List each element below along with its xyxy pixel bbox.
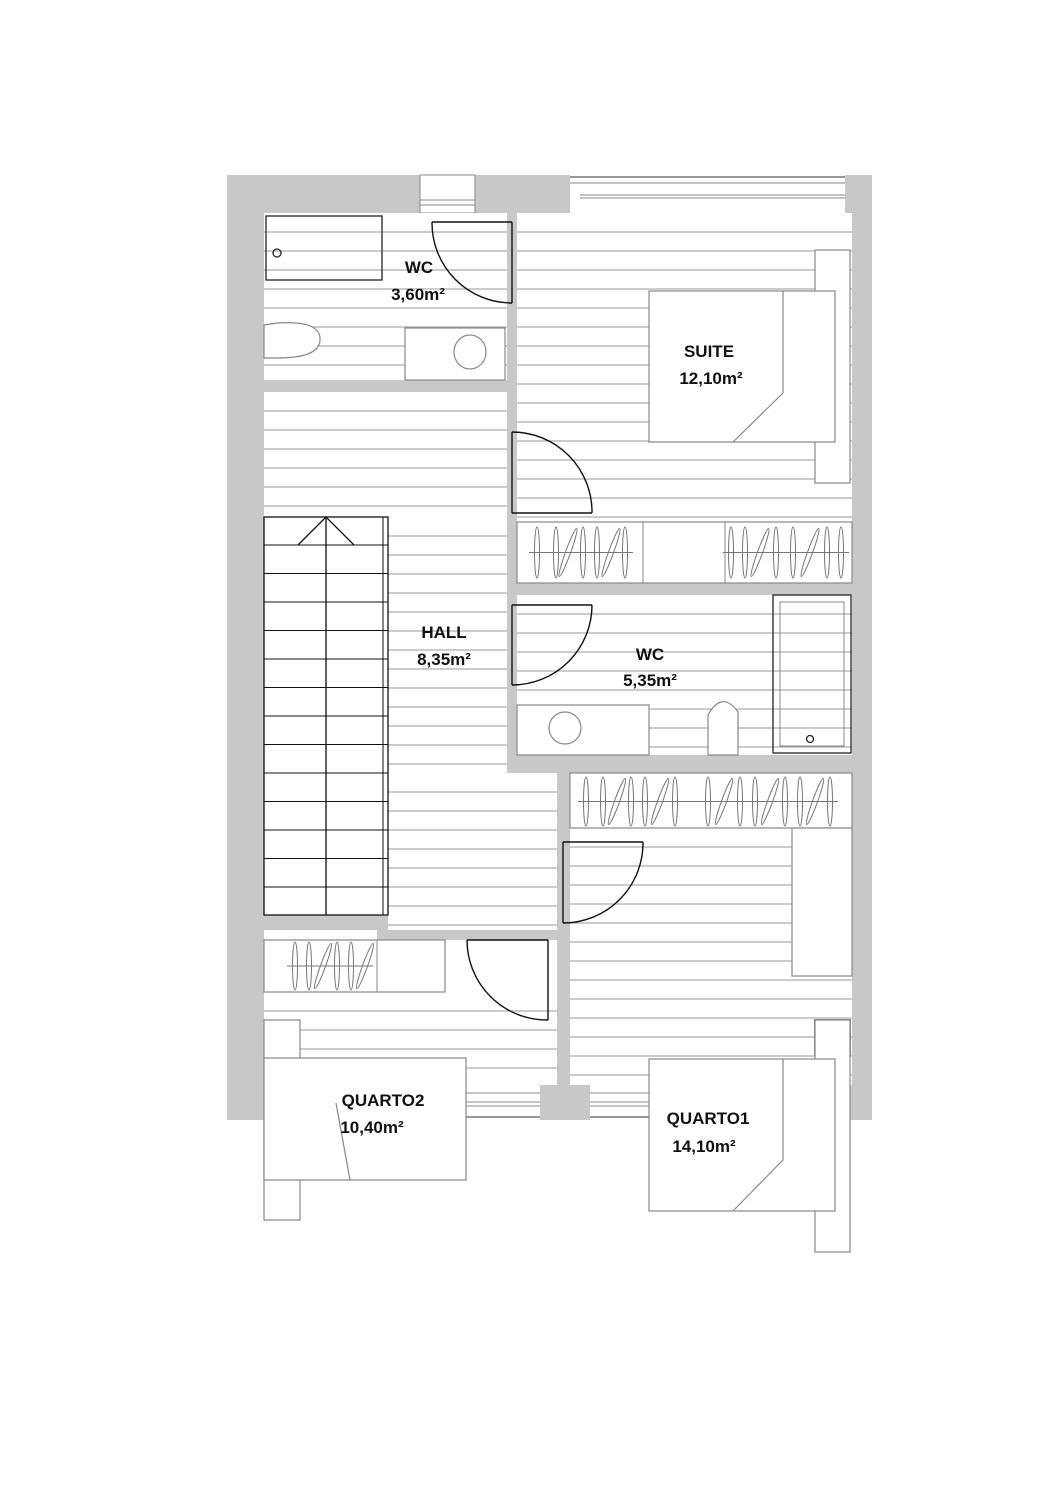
hanger-icon <box>355 942 375 990</box>
hanger-icon <box>705 776 711 827</box>
room-label-wc1: WC <box>405 258 433 277</box>
hanger-icon <box>742 526 748 579</box>
hanger-icon <box>600 776 606 827</box>
window-wc <box>419 174 476 214</box>
wall-segment <box>377 930 557 940</box>
room-area-suite: 12,10m² <box>679 369 743 388</box>
room-area-quarto2: 10,40m² <box>340 1118 404 1137</box>
drain-icon <box>805 734 815 744</box>
room-label-hall: HALL <box>421 623 466 642</box>
hanger-icon <box>292 941 298 991</box>
hanger-icon <box>348 941 354 991</box>
shower-tray <box>265 215 383 281</box>
hanger-icon <box>824 526 830 579</box>
sink-icon <box>548 711 582 745</box>
hanger-icon <box>800 528 820 577</box>
hanger-icon <box>672 776 678 827</box>
sink-counter-wc2 <box>516 704 650 756</box>
window-suite <box>570 175 845 213</box>
hanger-icon <box>334 941 340 991</box>
room-area-hall: 8,35m² <box>417 650 471 669</box>
hanger-icon <box>737 776 743 827</box>
hanger-icon <box>594 526 600 579</box>
door-wc2[interactable] <box>511 604 593 686</box>
hanger-icon <box>728 526 734 579</box>
room-area-wc1: 3,60m² <box>391 285 445 304</box>
bathtub <box>772 594 852 754</box>
door-suite[interactable] <box>511 431 593 514</box>
hanger-icon <box>782 776 788 827</box>
hanger-icon <box>558 528 578 577</box>
toilet-icon <box>263 322 321 359</box>
sink-icon <box>453 334 487 370</box>
room-area-quarto1: 14,10m² <box>672 1137 736 1156</box>
hanger-icon <box>583 776 589 827</box>
room-label-wc2: WC <box>636 645 664 664</box>
door-quarto2[interactable] <box>466 939 549 1021</box>
hanger-icon <box>642 776 648 827</box>
hanger-icon <box>750 528 770 577</box>
hanger-icon <box>838 526 844 579</box>
toilet-icon <box>707 701 739 756</box>
wardrobe-quarto1 <box>569 772 853 829</box>
staircase <box>263 516 389 916</box>
hanger-icon <box>313 942 333 990</box>
hanger-icon <box>797 776 803 827</box>
door-wc1[interactable] <box>431 221 513 304</box>
hanger-icon <box>628 776 634 827</box>
room-area-wc2: 5,35m² <box>623 671 677 690</box>
door-quarto1[interactable] <box>562 841 644 924</box>
hanger-icon <box>827 776 833 827</box>
hanger-icon <box>714 777 734 826</box>
stair-arrow-icon <box>297 516 355 546</box>
bed-quarto2 <box>263 1057 467 1181</box>
hanger-icon <box>752 776 758 827</box>
shower-drain-icon <box>272 248 282 258</box>
hanger-icon <box>553 526 559 579</box>
hanger-icon <box>580 526 586 579</box>
room-label-quarto1: QUARTO1 <box>667 1109 750 1128</box>
clothes-hangers <box>287 526 849 991</box>
hanger-icon <box>760 777 780 826</box>
bed-cover <box>732 291 784 443</box>
room-label-quarto2: QUARTO2 <box>342 1091 425 1110</box>
hanger-icon <box>790 526 796 579</box>
desk-quarto1 <box>791 827 853 977</box>
hanger-icon <box>622 526 628 579</box>
room-label-suite: SUITE <box>684 342 734 361</box>
hanger-icon <box>650 777 670 826</box>
hanger-icon <box>534 526 540 579</box>
hanger-icon <box>607 777 627 826</box>
hanger-icon <box>805 777 825 826</box>
hanger-icon <box>306 941 312 991</box>
hanger-icon <box>601 528 621 577</box>
hanger-icon <box>773 526 779 579</box>
